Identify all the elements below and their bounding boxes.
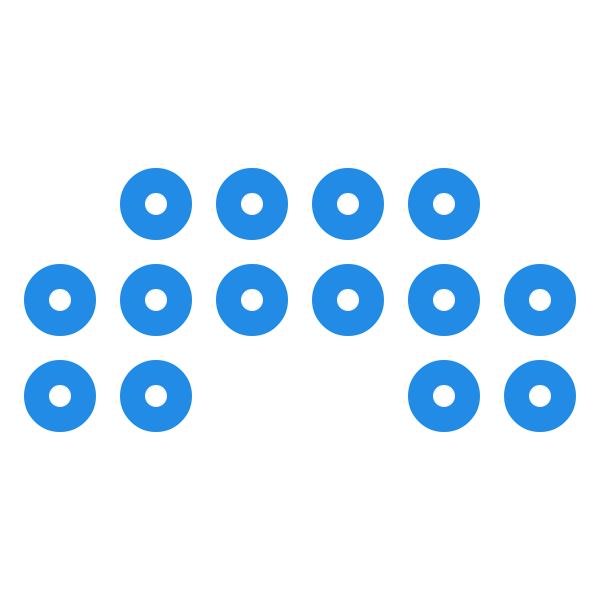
ring-r1-c5 xyxy=(408,168,480,240)
ring-r2-c5 xyxy=(408,264,480,336)
ring-r2-c2 xyxy=(120,264,192,336)
ring-r3-c1 xyxy=(24,360,96,432)
ring-r1-c2 xyxy=(120,168,192,240)
ring-r2-c3 xyxy=(216,264,288,336)
ring-r2-c4 xyxy=(312,264,384,336)
ring-r2-c6 xyxy=(504,264,576,336)
ring-r1-c4 xyxy=(312,168,384,240)
ring-r3-c2 xyxy=(120,360,192,432)
ring-r3-c5 xyxy=(408,360,480,432)
ring-r2-c1 xyxy=(24,264,96,336)
ring-r3-c6 xyxy=(504,360,576,432)
ring-r1-c3 xyxy=(216,168,288,240)
